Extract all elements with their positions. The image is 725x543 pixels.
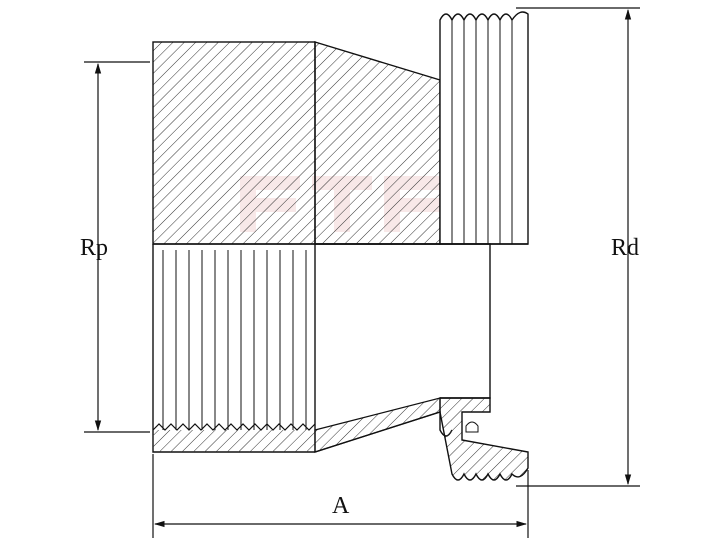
rp-dimension-label: Rp (80, 235, 109, 261)
dimension-a (152, 454, 529, 538)
rd-dimension-label: Rd (611, 235, 640, 261)
internal-thread (152, 250, 316, 452)
dimension-rd (516, 7, 640, 487)
a-dimension-label: A (332, 493, 350, 519)
section-lower-half (152, 243, 529, 481)
section-upper-half (152, 11, 529, 245)
dimension-rp (84, 61, 150, 433)
